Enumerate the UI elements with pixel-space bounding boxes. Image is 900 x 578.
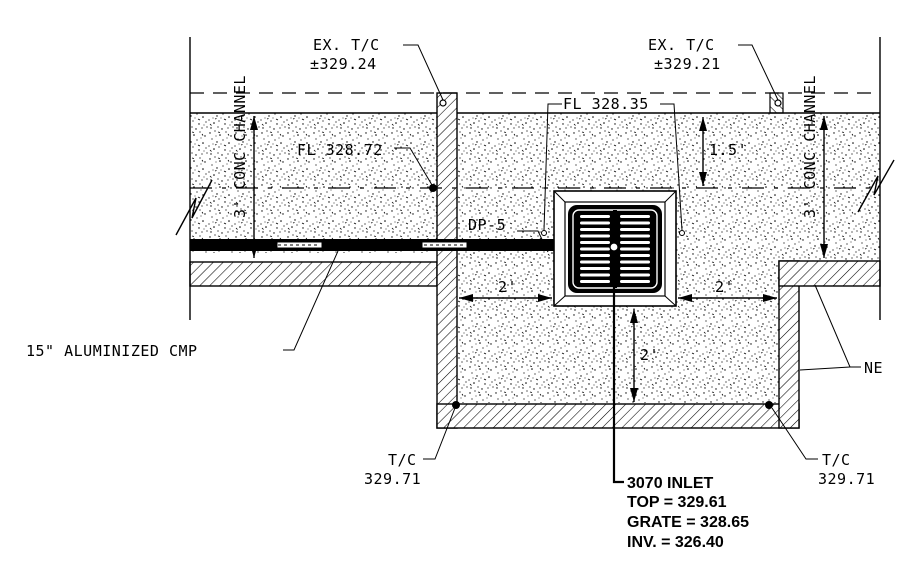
channel-concrete-left — [190, 113, 437, 253]
tc-left-value: 329.71 — [364, 470, 421, 488]
dim-2-vertical — [630, 309, 638, 402]
tc-right-title: T/C — [822, 451, 851, 469]
ex-tc-right-value: ±329.21 — [654, 55, 721, 73]
curb-bottom-left — [189, 261, 438, 287]
dp-label: DP-5 — [468, 216, 506, 234]
inlet-top: TOP = 329.61 — [627, 494, 727, 511]
ex-tc-right-title: EX. T/C — [648, 36, 715, 54]
dim-2-left — [459, 294, 552, 302]
dim-channel-right — [820, 116, 828, 258]
inlet-inv: INV. = 326.40 — [627, 534, 724, 551]
fl-left-label: FL 328.72 — [297, 141, 383, 159]
ex-tc-left-title: EX. T/C — [313, 36, 380, 54]
dim-1-5-label: 1.5' — [709, 141, 747, 159]
conc-channel-right-label: 3' CONC CHANNEL — [801, 75, 819, 218]
dim-2-right — [678, 294, 777, 302]
fl-right-label: FL 328.35 — [563, 95, 649, 113]
wall-left-vertical — [436, 92, 458, 429]
inlet-grate: GRATE = 328.65 — [627, 514, 749, 531]
new-label: NE — [864, 359, 883, 377]
dim-2-left-label: 2' — [498, 278, 517, 296]
wall-bottom — [436, 403, 800, 429]
inlet-leader — [612, 251, 624, 484]
pipe-label: 15" ALUMINIZED CMP — [26, 342, 198, 360]
conc-channel-left-label: 3' CONC CHANNEL — [231, 75, 249, 218]
ex-tc-left-value: ±329.24 — [310, 55, 377, 73]
dim-1-5 — [699, 117, 707, 186]
dim-channel-left — [250, 116, 258, 258]
inlet-title: 3070 INLET — [627, 475, 713, 492]
tc-left-title: T/C — [388, 451, 417, 469]
tc-right-value: 329.71 — [818, 470, 875, 488]
dim-2-right-label: 2' — [715, 278, 734, 296]
curb-bottom-right — [778, 260, 881, 287]
dim-2-vertical-label: 2' — [640, 346, 659, 364]
